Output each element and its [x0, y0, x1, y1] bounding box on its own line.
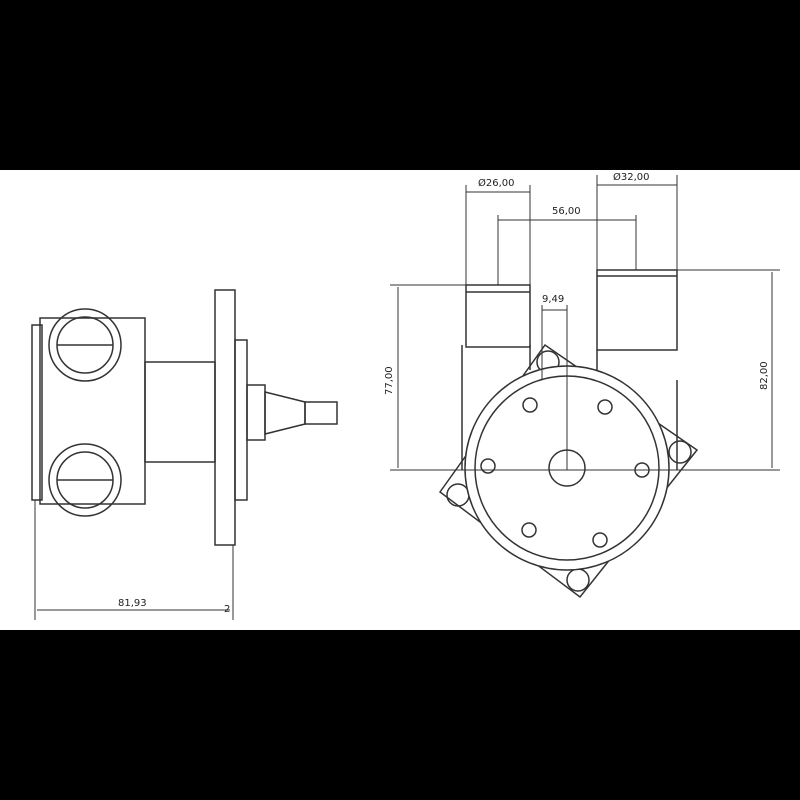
cover-bolts [480, 397, 650, 548]
inlet-diameter-label: Ø26,00 [478, 177, 515, 189]
outlet-diameter-label: Ø32,00 [613, 171, 650, 183]
shaft-seal [246, 384, 266, 441]
small-dimension-label: 2 [224, 604, 230, 615]
dimension-lines [390, 175, 780, 471]
front-view [390, 175, 780, 599]
bearing-housing [144, 361, 216, 463]
port-lower-outer [48, 443, 122, 517]
pump-body [39, 317, 146, 505]
flange-hole [668, 440, 692, 464]
shaft-taper [264, 391, 306, 435]
port-upper-outer [48, 308, 122, 382]
outlet-pipe [596, 269, 678, 351]
drive-shaft [304, 401, 338, 425]
outlet-height-label: 82,00 [759, 361, 770, 390]
inlet-pipe [465, 284, 531, 348]
dimension-width [34, 500, 234, 620]
drawing-sheet [0, 170, 800, 630]
side-view [31, 289, 338, 620]
port-spacing-label: 56,00 [552, 206, 581, 217]
housing-sides [461, 345, 678, 470]
body-cover [31, 324, 43, 501]
flange-plate [234, 339, 248, 501]
flange-hole [446, 483, 470, 507]
inlet-height-label: 77,00 [384, 366, 395, 395]
width-dimension-label: 81,93 [118, 598, 147, 609]
mounting-flange [214, 289, 236, 546]
flange-hole [566, 568, 590, 592]
offset-label: 9,49 [542, 294, 564, 305]
